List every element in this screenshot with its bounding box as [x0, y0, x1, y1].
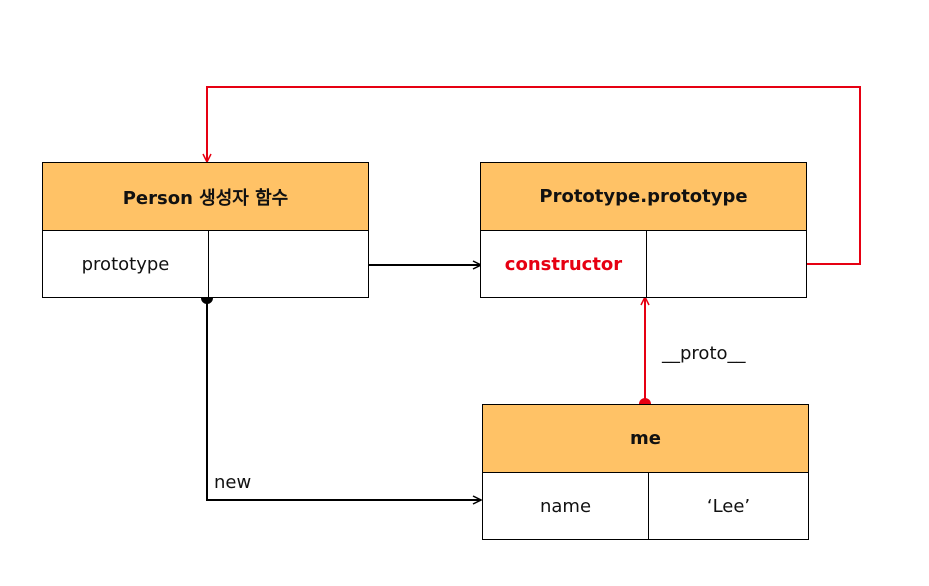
person-constructor-box: Person 생성자 함수 prototype: [42, 162, 369, 298]
constructor-value: [647, 231, 806, 297]
constructor-key: constructor: [504, 253, 623, 275]
person-row-divider: [208, 231, 209, 297]
proto-label: __proto__: [662, 343, 746, 364]
me-row-divider: [648, 473, 649, 539]
prototype-box-title: Prototype.prototype: [481, 163, 806, 231]
constructor-arrow: [207, 86, 861, 265]
new-arrow: [206, 298, 481, 500]
me-box-title: me: [483, 405, 808, 473]
prototype-object-box: Prototype.prototype constructor: [480, 162, 807, 298]
me-name-key: name: [539, 495, 592, 517]
new-label: new: [214, 472, 252, 493]
person-prototype-value: [209, 231, 368, 297]
person-box-title: Person 생성자 함수: [43, 163, 368, 231]
prototype-row-divider: [646, 231, 647, 297]
me-instance-box: me name ‘Lee’: [482, 404, 809, 540]
me-name-value: ‘Lee’: [706, 495, 751, 517]
person-prototype-key: prototype: [81, 253, 170, 275]
